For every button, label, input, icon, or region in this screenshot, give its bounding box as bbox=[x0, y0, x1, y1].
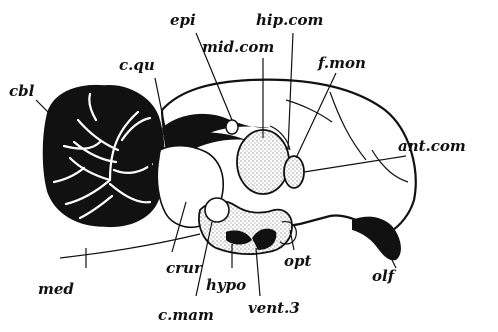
label-mid-com: mid.com bbox=[202, 38, 274, 56]
label-med: med bbox=[38, 280, 74, 298]
label-cbl: cbl bbox=[9, 82, 35, 100]
label-ant-com: ant.com bbox=[398, 137, 466, 155]
epiphysis bbox=[226, 120, 238, 134]
label-hypo: hypo bbox=[206, 276, 246, 294]
label-crur: crur bbox=[166, 259, 203, 277]
label-olf: olf bbox=[372, 267, 397, 285]
label-f-mon: f.mon bbox=[317, 54, 366, 72]
anterior-commissure bbox=[284, 156, 304, 188]
label-opt: opt bbox=[284, 252, 311, 270]
middle-commissure bbox=[237, 130, 289, 194]
label-epi: epi bbox=[170, 11, 196, 29]
label-c-mam: c.mam bbox=[158, 306, 214, 324]
label-c-qu: c.qu bbox=[119, 56, 155, 74]
cerebellum bbox=[44, 86, 165, 227]
label-hip-com: hip.com bbox=[256, 11, 323, 29]
label-vent-3: vent.3 bbox=[248, 299, 300, 317]
